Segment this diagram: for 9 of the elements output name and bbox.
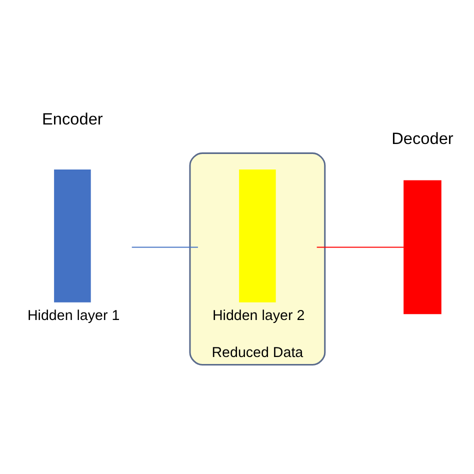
node-box — [238, 169, 276, 302]
node-bar — [403, 180, 441, 314]
connector — [316, 246, 404, 248]
connector — [131, 246, 198, 248]
node-box — [54, 169, 90, 302]
label: Decoder — [391, 129, 453, 148]
node-label: Hidden layer 1 — [26, 307, 120, 324]
node-label: Hidden layer 2 — [212, 307, 304, 324]
label: Encoder — [42, 110, 102, 128]
